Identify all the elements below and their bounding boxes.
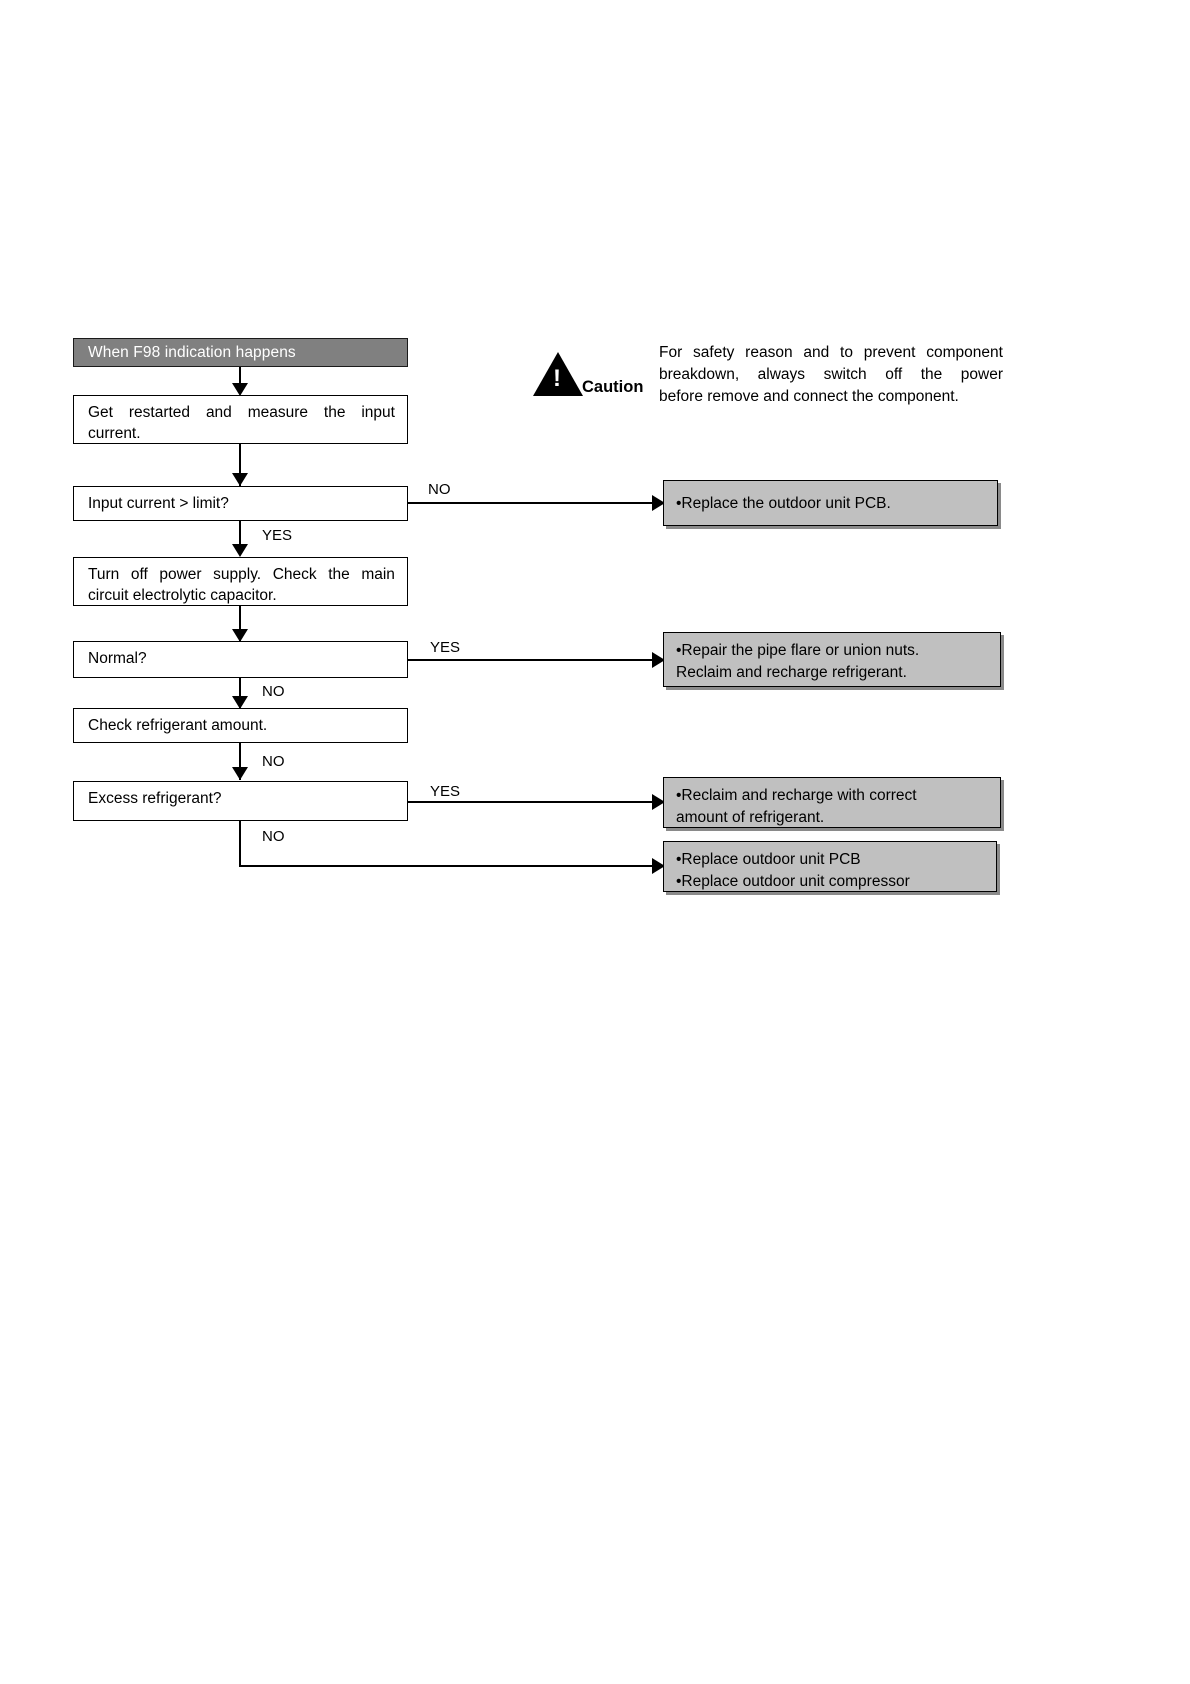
box-excess-refrigerant-text: Excess refrigerant? — [88, 790, 222, 807]
box-excess-refrigerant: Excess refrigerant? — [73, 781, 408, 821]
box-check-electrolytic-capacitor: Turn off power supply. Check the main ci… — [73, 557, 408, 606]
result-line: •Repair the pipe flare or union nuts. — [676, 642, 920, 659]
arrow-decision2-no — [232, 696, 248, 709]
connector-decision2-no — [239, 678, 241, 708]
connector-step2-to-decision2 — [239, 606, 241, 642]
arrow-decision3-no — [652, 858, 665, 874]
result-line: Reclaim and recharge refrigerant. — [676, 664, 907, 681]
caution-text: For safety reason and to prevent compone… — [659, 342, 1003, 408]
connector-decision3-no-vertical — [239, 821, 241, 867]
result-line: •Replace outdoor unit compressor — [676, 873, 910, 890]
box-measure-input-current: Get restarted and measure the input curr… — [73, 395, 408, 444]
label-decision1-no: NO — [428, 481, 451, 498]
result-repair-pipe-flare: •Repair the pipe flare or union nuts. Re… — [663, 632, 1001, 687]
label-decision2-no: NO — [262, 683, 285, 700]
connector-step3-to-decision3 — [239, 743, 241, 780]
box-input-current-text: Input current > limit? — [88, 495, 229, 512]
connector-decision2-yes — [408, 659, 659, 661]
flow-title-bar: When F98 indication happens — [73, 338, 408, 367]
result-line: amount of refrigerant. — [676, 809, 825, 826]
caution-label: Caution — [582, 378, 644, 396]
warning-triangle-icon — [533, 352, 583, 396]
caution-line-2: breakdown, always switch off the power — [659, 366, 1003, 383]
label-decision3-yes: YES — [430, 783, 461, 800]
caution-line-3: before remove and connect the component. — [659, 388, 959, 405]
arrow-step1-to-decision1 — [232, 473, 248, 486]
connector-decision1-yes — [239, 521, 241, 555]
arrow-step2-to-decision2 — [232, 629, 248, 642]
exclamation-mark-icon: ! — [553, 365, 561, 392]
arrow-decision1-yes — [232, 544, 248, 557]
result-line: •Replace outdoor unit PCB — [676, 851, 861, 868]
label-step3-no: NO — [262, 753, 285, 770]
connector-title-to-step1 — [239, 367, 241, 392]
result-line: •Reclaim and recharge with correct — [676, 787, 917, 804]
flow-title-text: When F98 indication happens — [88, 343, 296, 361]
result-replace-pcb-compressor: •Replace outdoor unit PCB •Replace outdo… — [663, 841, 997, 892]
box-measure-line-1: Get restarted and measure the input — [88, 404, 395, 421]
connector-decision3-yes — [408, 801, 659, 803]
box-capacitor-line-2: circuit electrolytic capacitor. — [88, 586, 277, 604]
result-reclaim-recharge-correct: •Reclaim and recharge with correct amoun… — [663, 777, 1001, 828]
box-input-current-over-limit: Input current > limit? — [73, 486, 408, 521]
arrow-decision1-no — [652, 495, 665, 511]
connector-decision1-no — [408, 502, 659, 504]
caution-line-1: For safety reason and to prevent compone… — [659, 344, 1003, 361]
box-capacitor-line-1: Turn off power supply. Check the main — [88, 566, 395, 583]
box-normal: Normal? — [73, 641, 408, 678]
connector-step1-to-decision1 — [239, 444, 241, 486]
caution-block: ! Caution — [525, 340, 1005, 410]
result-line: •Replace the outdoor unit PCB. — [676, 494, 891, 512]
arrow-decision3-yes — [652, 794, 665, 810]
label-decision3-no: NO — [262, 828, 285, 845]
box-check-refrigerant-amount: Check refrigerant amount. — [73, 708, 408, 743]
arrow-title-to-step1 — [232, 383, 248, 396]
box-normal-text: Normal? — [88, 650, 147, 667]
box-check-refrigerant-text: Check refrigerant amount. — [88, 717, 268, 734]
result-replace-outdoor-pcb: •Replace the outdoor unit PCB. — [663, 480, 998, 526]
arrow-decision2-yes — [652, 652, 665, 668]
connector-decision3-no-horizontal — [239, 865, 659, 867]
arrow-step3-to-decision3 — [232, 767, 248, 780]
label-decision1-yes: YES — [262, 527, 293, 544]
label-decision2-yes: YES — [430, 639, 461, 656]
box-measure-line-2: current. — [88, 424, 141, 442]
